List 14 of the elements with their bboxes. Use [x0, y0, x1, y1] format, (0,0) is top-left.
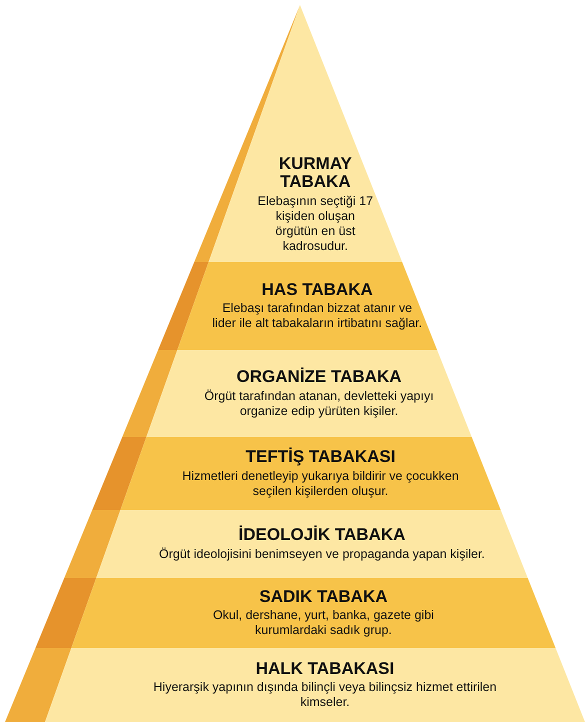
tier-description: Hiyerarşik yapının dışında bilinçli veya bilinçsiz hizmet ettirilen kimseler. — [152, 680, 498, 710]
tier-title: HAS TABAKA — [262, 280, 373, 300]
tier-title: SADIK TABAKA — [259, 588, 388, 606]
tier-title: KURMAY TABAKA — [278, 154, 353, 192]
tier-description: Örgüt tarafından atanan, devletteki yapıyı organize edip yürüten kişiler. — [203, 388, 435, 419]
tier-description: Hizmetleri denetleyip yukarıya bildirir ve çocukken seçilen kişilerden oluşur. — [181, 468, 460, 499]
tier-description: Örgüt ideolojisini benimseyen ve propaganda yapan kişiler. — [159, 546, 485, 562]
tier-description: Elebaşının seçtiği 17 kişiden oluşan örgütün en üst kadrosudur. — [256, 194, 374, 254]
tier-title: HALK TABAKASI — [256, 660, 394, 678]
tier-title: İDEOLOJİK TABAKA — [238, 526, 406, 545]
tier-description: Elebaşı tarafından bizzat atanır ve lider ile alt tabakaların irtibatını sağlar. — [212, 301, 422, 332]
tier-description: Okul, dershane, yurt, banka, gazete gibi kurumlardaki sadık grup. — [212, 608, 435, 638]
tier-title: ORGANİZE TABAKA — [236, 368, 402, 387]
tier-title: TEFTİŞ TABAKASI — [246, 448, 396, 467]
